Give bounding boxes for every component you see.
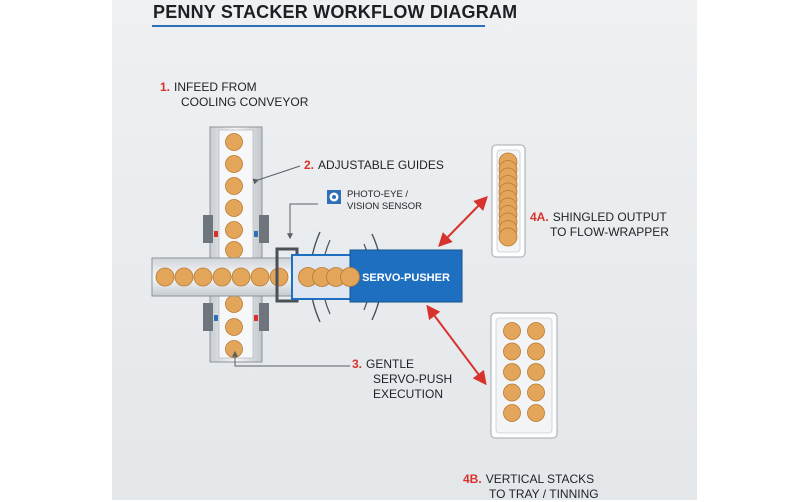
penny [250,267,270,287]
penny [212,267,232,287]
shingled-step-number: 4A. [530,210,549,224]
penny [225,133,243,151]
push-step-number: 3. [352,357,363,371]
infeed-label: 1.INFEED FROM COOLING CONVEYOR [160,80,308,110]
stacked-penny [503,322,521,340]
infeed-line2: COOLING CONVEYOR [181,95,309,109]
penny [193,267,213,287]
penny [155,267,175,287]
penny [225,340,243,358]
penny [225,177,243,195]
stacked-penny [503,342,521,361]
push-label: 3.GENTLE SERVO-PUSH EXECUTION [352,357,452,402]
vertical-label: 4B.VERTICAL STACKS TO TRAY / TINNING [463,472,599,502]
shingled-line2: TO FLOW-WRAPPER [550,225,669,239]
sensor-label: PHOTO-EYE / VISION SENSOR [347,189,422,213]
stacked-penny [527,383,545,402]
eye-sensor-icon [327,190,341,204]
penny [225,295,243,313]
penny [225,155,243,173]
penny [269,267,289,287]
penny [225,318,243,336]
shingled-pennies [498,152,518,247]
shingled-label: 4A.SHINGLED OUTPUT TO FLOW-WRAPPER [530,210,669,240]
penny [225,221,243,239]
vertical-step-number: 4B. [463,472,482,486]
stacked-penny [527,404,545,422]
sensor-line1: PHOTO-EYE / [347,189,409,200]
vertical-line2: TO TRAY / TINNING [489,487,599,501]
push-line1: GENTLE [366,357,415,371]
stacked-penny [503,383,521,402]
pusher-pennies [298,267,360,287]
guides-step-number: 2. [304,158,315,172]
guides-label: 2.ADJUSTABLE GUIDES [304,158,444,173]
stacked-penny [503,404,521,422]
push-line3: EXECUTION [373,387,444,401]
stacked-penny [503,363,521,381]
guides-text: ADJUSTABLE GUIDES [318,158,444,172]
infeed-line1: INFEED FROM [174,80,257,94]
tray-pennies [503,322,545,422]
output-arrows [426,195,488,386]
vertical-stack-tray [490,312,558,439]
shingled-line1: SHINGLED OUTPUT [552,210,667,224]
vertical-line1: VERTICAL STACKS [485,472,595,486]
penny [225,199,243,217]
lane-pennies [155,267,289,287]
title-underline [152,25,485,27]
infeed-step-number: 1. [160,80,171,94]
stacked-penny [527,363,545,381]
servo-pusher-label: SERVO-PUSHER [362,272,450,284]
shingled-penny [498,227,518,247]
sensor-line2: VISION SENSOR [347,201,422,212]
penny [225,241,243,259]
penny [174,267,194,287]
infeed-pennies [225,133,243,358]
leader-lines [232,165,350,367]
push-line2: SERVO-PUSH [373,372,453,386]
penny [340,267,360,287]
page-title: PENNY STACKER WORKFLOW DIAGRAM [153,2,518,22]
stacked-penny [527,342,545,361]
penny [231,267,251,287]
stacked-penny [527,322,545,340]
